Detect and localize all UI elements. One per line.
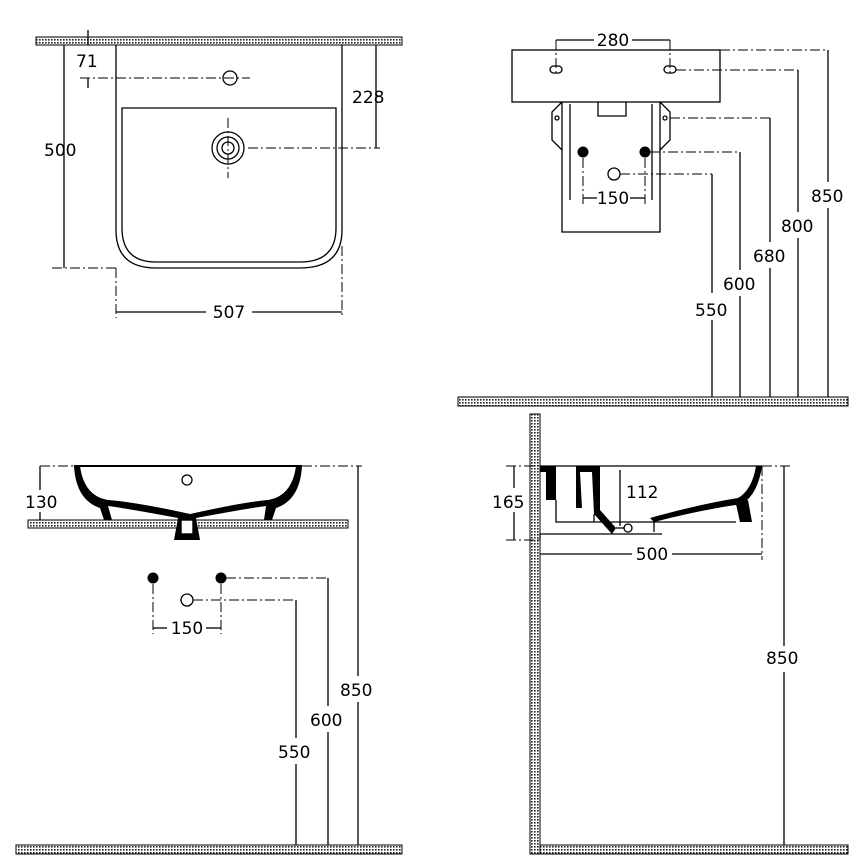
dim-height-supply: 600: [310, 711, 342, 731]
supply-point-right-icon: [639, 146, 651, 158]
basin-front: [511, 49, 721, 103]
supply-point-right-icon: [215, 572, 227, 584]
dim-basin-height: 130: [25, 493, 57, 513]
front-view-pedestal: 280 150 550 6: [457, 31, 849, 407]
dim-tap-spacing: 280: [597, 31, 629, 51]
dim-depth: 500: [44, 141, 76, 161]
supply-point-left-icon: [577, 146, 589, 158]
tap-hole-icon: [181, 474, 193, 486]
dim-height-outlet: 550: [695, 301, 727, 321]
top-view: 71 228 500 507: [35, 30, 403, 323]
dim-height-rim: 850: [811, 187, 843, 207]
basin-outline: [115, 45, 343, 269]
dim-projection: 500: [636, 545, 668, 565]
dim-basin-height: 165: [492, 493, 524, 513]
floor-hatch-icon: [15, 844, 403, 855]
dim-height-outlet: 550: [278, 743, 310, 763]
outlet-point-icon: [180, 593, 194, 607]
dim-waste-offset: 228: [352, 88, 384, 108]
front-view-wall: 130 150 550 600 850: [15, 465, 403, 855]
dim-height-bracket: 680: [753, 247, 785, 267]
outlet-point-icon: [607, 167, 621, 181]
dim-height-tap: 800: [781, 217, 813, 237]
dim-height-supply: 600: [723, 275, 755, 295]
wall-hatch-icon: [529, 413, 541, 855]
floor-hatch-icon: [539, 844, 849, 855]
bowl-outline: [121, 107, 337, 263]
side-view: 165 112 500 850: [492, 413, 849, 855]
wall-hatch-icon: [35, 36, 403, 46]
dim-height-rim: 850: [340, 681, 372, 701]
dim-height-rim: 850: [766, 649, 798, 669]
floor-hatch-icon: [457, 396, 849, 407]
dim-width: 507: [213, 303, 245, 323]
dim-tap-offset: 71: [76, 52, 98, 72]
dim-bowl-depth: 112: [626, 483, 658, 503]
dim-waste-spacing: 150: [597, 189, 629, 209]
dim-supply-spacing: 150: [171, 619, 203, 639]
pedestal: [561, 102, 661, 233]
supply-point-left-icon: [147, 572, 159, 584]
